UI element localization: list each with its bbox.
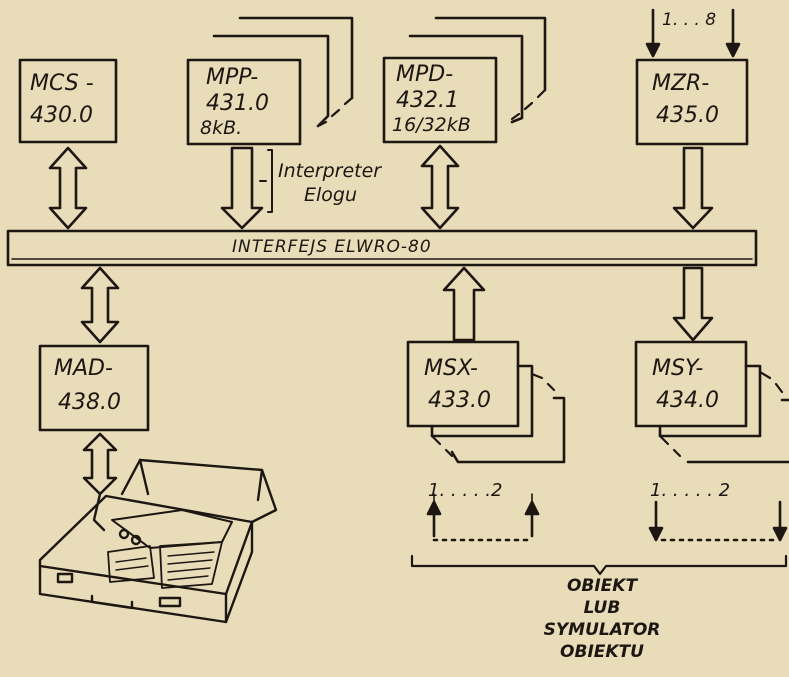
terminal-console-drawing xyxy=(40,460,276,622)
mad-terminal-arrow xyxy=(84,434,116,494)
msx-range-label: 1. . . . .2 xyxy=(428,482,502,500)
mpp-label-line1: MPP- xyxy=(206,67,258,89)
bus-msy-arrow xyxy=(674,268,712,340)
mad-label-line1: MAD- xyxy=(54,358,113,380)
msy-label-line2: 434.0 xyxy=(656,390,719,412)
msy-label-line1: MSY- xyxy=(652,358,703,380)
mpd-label-line1: MPD- xyxy=(396,64,453,86)
mzr-label-line1: MZR- xyxy=(652,73,709,95)
mzr-bus-arrow xyxy=(674,148,712,228)
mad-label-line2: 438.0 xyxy=(58,392,121,414)
msx-label-line2: 433.0 xyxy=(428,390,491,412)
mpp-label-line3: 8kB. xyxy=(200,119,242,138)
object-label-line4: OBIEKTU xyxy=(522,644,682,661)
object-label-line1: OBIEKT xyxy=(522,578,682,595)
msy-io-arrows xyxy=(650,502,786,540)
msy-range-label: 1. . . . . 2 xyxy=(650,482,730,500)
interpreter-label-line2: Elogu xyxy=(304,186,357,205)
mpd-label-line3: 16/32kB xyxy=(392,116,471,135)
msx-label-line1: MSX- xyxy=(424,358,478,380)
object-label-line2: LUB xyxy=(522,600,682,617)
object-label-line3: SYMULATOR xyxy=(522,622,682,639)
mcs-label-line2: 430.0 xyxy=(30,105,93,127)
mpp-bus-arrow xyxy=(222,148,262,228)
msx-bus-arrow xyxy=(444,268,484,340)
interpreter-label-line1: Interpreter xyxy=(278,162,381,181)
mzr-inputs-label: 1. . . 8 xyxy=(662,12,716,29)
bus-label: INTERFEJS ELWRO-80 xyxy=(232,239,432,256)
mcs-label-line1: MCS - xyxy=(30,73,94,95)
mpd-label-line2: 432.1 xyxy=(396,90,459,112)
bus-mad-arrow xyxy=(82,268,118,342)
object-brace xyxy=(412,556,786,574)
mpd-bus-arrow xyxy=(422,146,458,228)
mcs-bus-arrow xyxy=(50,148,86,228)
interpreter-brace xyxy=(260,150,272,212)
mzr-label-line2: 435.0 xyxy=(656,105,719,127)
mpp-label-line2: 431.0 xyxy=(206,93,269,115)
